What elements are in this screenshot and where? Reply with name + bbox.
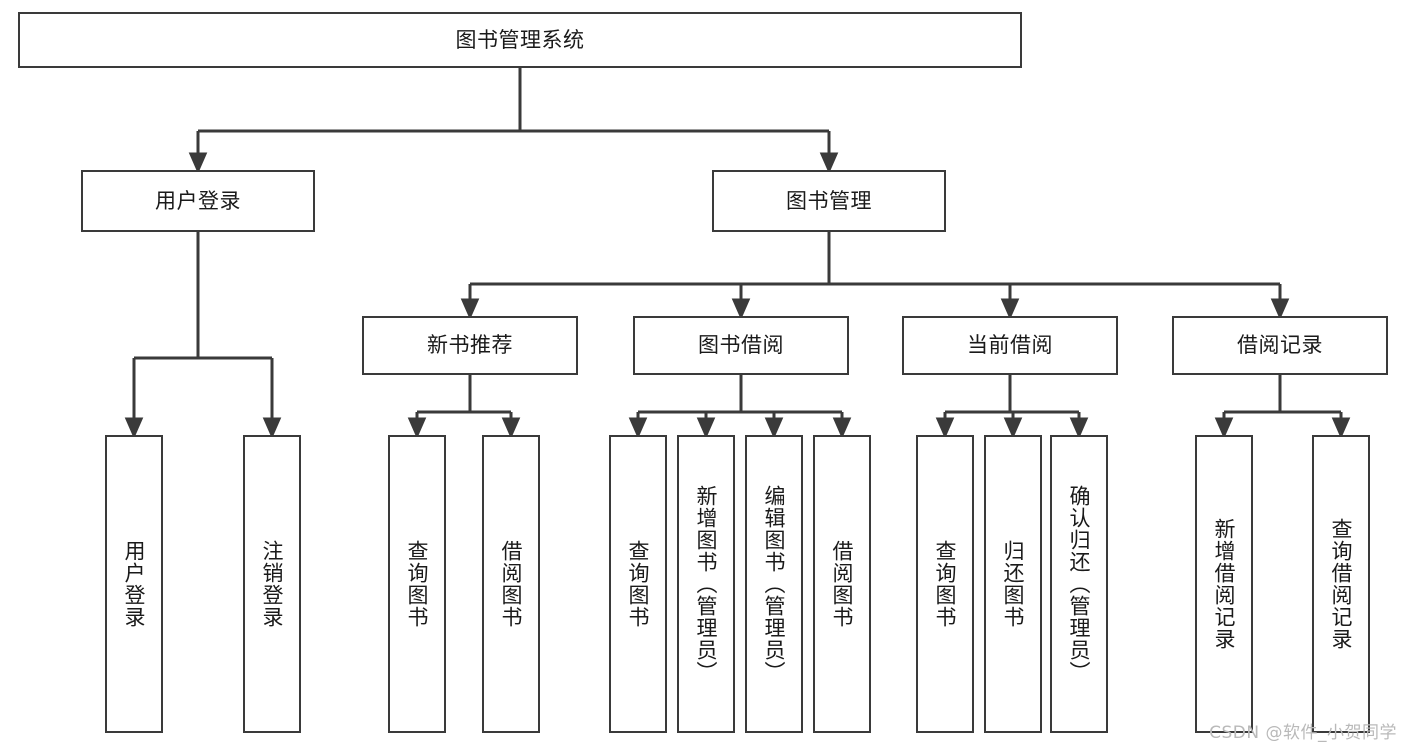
node-user-login[interactable]: 用户登录: [81, 170, 315, 232]
node-label: 查询图书: [626, 540, 651, 628]
watermark: CSDN @软件_小贺同学: [1209, 723, 1397, 743]
node-label: 借阅图书: [830, 540, 855, 628]
node-label: 用户登录: [122, 540, 147, 628]
node-label: 图书借阅: [698, 333, 784, 358]
node-leaf-add-record[interactable]: 新增借阅记录: [1195, 435, 1253, 733]
node-label: 确认归还（管理员）: [1067, 485, 1092, 683]
node-label: 查询图书: [933, 540, 958, 628]
node-current-borrow[interactable]: 当前借阅: [902, 316, 1118, 375]
node-leaf-query-book-1[interactable]: 查询图书: [388, 435, 446, 733]
node-new-book-recommend[interactable]: 新书推荐: [362, 316, 578, 375]
node-label: 注销登录: [260, 540, 285, 628]
node-leaf-user-login[interactable]: 用户登录: [105, 435, 163, 733]
node-leaf-edit-book[interactable]: 编辑图书（管理员）: [745, 435, 803, 733]
node-book-borrow[interactable]: 图书借阅: [633, 316, 849, 375]
node-leaf-borrow-book-1[interactable]: 借阅图书: [482, 435, 540, 733]
node-label: 新增图书（管理员）: [694, 485, 719, 683]
node-label: 编辑图书（管理员）: [762, 485, 787, 683]
node-borrow-record[interactable]: 借阅记录: [1172, 316, 1388, 375]
node-leaf-query-book-2[interactable]: 查询图书: [609, 435, 667, 733]
node-label: 当前借阅: [967, 333, 1053, 358]
node-label: 借阅记录: [1237, 333, 1323, 358]
node-label: 查询图书: [405, 540, 430, 628]
node-label: 用户登录: [155, 188, 241, 213]
node-label: 归还图书: [1001, 540, 1026, 628]
node-label: 图书管理: [786, 188, 872, 213]
node-leaf-add-book[interactable]: 新增图书（管理员）: [677, 435, 735, 733]
node-label: 借阅图书: [499, 540, 524, 628]
node-label: 查询借阅记录: [1329, 518, 1354, 650]
node-leaf-return-book[interactable]: 归还图书: [984, 435, 1042, 733]
node-leaf-query-book-3[interactable]: 查询图书: [916, 435, 974, 733]
node-book-manage[interactable]: 图书管理: [712, 170, 946, 232]
node-label: 新书推荐: [427, 333, 513, 358]
node-root[interactable]: 图书管理系统: [18, 12, 1022, 68]
node-leaf-query-record[interactable]: 查询借阅记录: [1312, 435, 1370, 733]
node-leaf-logout[interactable]: 注销登录: [243, 435, 301, 733]
node-leaf-borrow-book-2[interactable]: 借阅图书: [813, 435, 871, 733]
node-label: 新增借阅记录: [1212, 518, 1237, 650]
node-leaf-confirm-return[interactable]: 确认归还（管理员）: [1050, 435, 1108, 733]
node-label: 图书管理系统: [455, 27, 585, 52]
